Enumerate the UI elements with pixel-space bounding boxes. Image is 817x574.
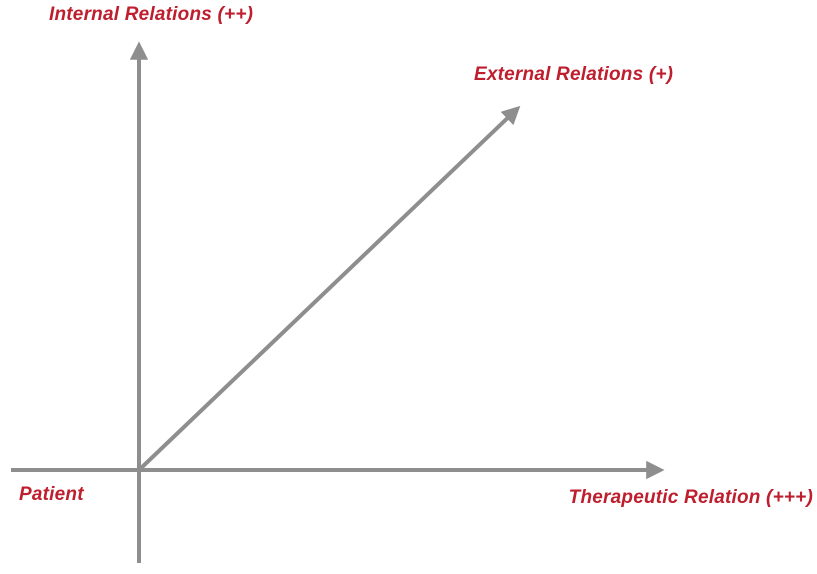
origin-label: Patient bbox=[19, 484, 84, 505]
diagonal-label: External Relations (+) bbox=[474, 64, 674, 85]
x-axis-label: Therapeutic Relation (+++) bbox=[568, 487, 813, 508]
diagonal-arrow bbox=[137, 105, 521, 472]
y-axis-label: Internal Relations (++) bbox=[49, 4, 254, 25]
